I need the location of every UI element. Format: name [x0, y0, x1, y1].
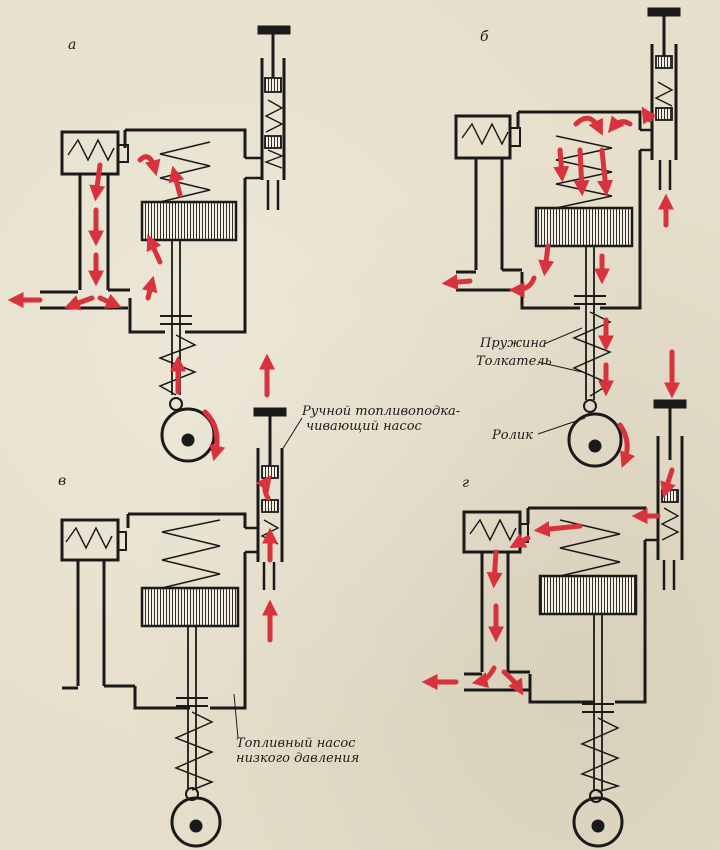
panel-b — [454, 7, 681, 468]
piston-a — [140, 200, 238, 242]
hand-pump-v — [256, 448, 284, 562]
pressure-valve-g — [462, 510, 522, 554]
label-pusher: Толкатель — [476, 354, 552, 369]
label-low-pressure-pump: Топливный насос низкого давления — [236, 736, 359, 766]
flow-arrows-a — [7, 154, 276, 462]
pump-body-a — [125, 128, 247, 334]
leader-lines — [233, 327, 586, 739]
label-spring: Пружина — [480, 336, 547, 351]
hand-pump-a — [260, 58, 286, 180]
cam-g — [572, 796, 624, 848]
spring-a — [159, 141, 211, 203]
label-low-pressure-line1: Топливный насос — [236, 736, 356, 751]
flow-arrows-v — [255, 474, 279, 643]
panel-letter-g: г — [462, 475, 470, 491]
cam-b — [567, 412, 623, 468]
hand-pump-b — [650, 44, 678, 160]
piston-g — [538, 574, 638, 616]
pusher-rod-g — [593, 614, 603, 790]
panel-letter-v: в — [58, 473, 67, 489]
panel-v — [60, 407, 287, 848]
piston-b — [534, 206, 634, 248]
flow-arrows-g — [421, 349, 681, 696]
panel-a — [40, 25, 291, 463]
piston-v — [140, 586, 240, 628]
label-hand-pump-line2: чивающий насос — [306, 419, 422, 434]
label-roller: Ролик — [492, 428, 533, 443]
panel-g — [462, 399, 687, 848]
pressure-valve-b — [454, 114, 512, 160]
pressure-valve-a — [60, 130, 120, 176]
panel-letter-b: б — [480, 29, 489, 45]
pump-body-v — [128, 512, 247, 710]
pressure-valve-v — [60, 518, 120, 562]
spring-v — [161, 519, 221, 589]
spring-g — [559, 519, 621, 577]
cam-a — [160, 407, 216, 463]
flow-arrows-b — [441, 106, 675, 468]
label-hand-pump-line1: Ручной топливоподка- — [302, 404, 461, 419]
label-low-pressure-line2: низкого давления — [236, 751, 360, 766]
label-hand-pump: Ручной топливоподка- чивающий насос — [302, 404, 460, 434]
panel-letter-a: а — [68, 37, 77, 53]
